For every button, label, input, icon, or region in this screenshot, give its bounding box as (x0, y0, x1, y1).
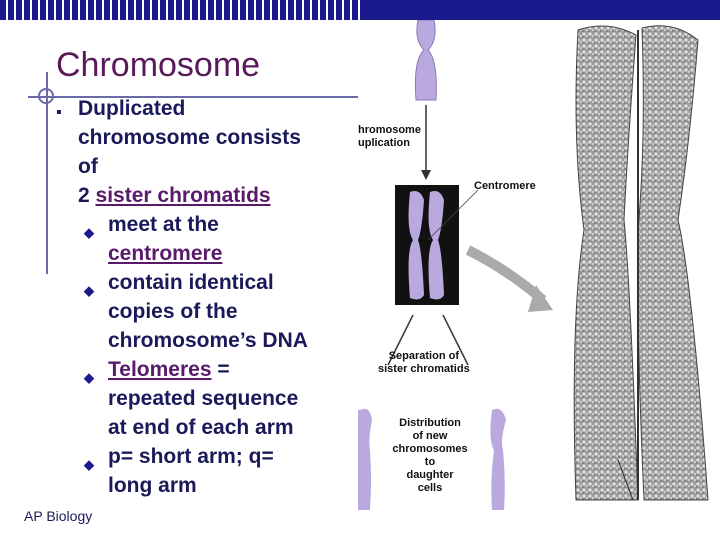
subbullet-2-line-1: contain identical (108, 271, 274, 294)
crosshair-icon (38, 88, 54, 104)
chromosome-micrograph (558, 20, 720, 510)
slide-body: ▪ Duplicated chromosome consists of 2 si… (56, 94, 356, 500)
subbullet-2-line-2: copies of the (108, 300, 238, 323)
distribution-label-line-5: daughter (406, 469, 454, 481)
distribution-label: Distribution of new chromosomes to daugh… (386, 417, 474, 495)
duplicated-chromosome-box (395, 185, 459, 305)
subbullet-telomeres: ◆ Telomeres = repeated sequence at end o… (56, 355, 356, 442)
chromatid-right-micrograph (637, 25, 709, 501)
distribution-label-line-3: chromosomes (392, 443, 468, 455)
slide-title: Chromosome (56, 46, 261, 84)
curved-arrow-head (528, 285, 553, 312)
single-chromosome (414, 19, 437, 101)
main-bullet-line-4-prefix: 2 (78, 184, 96, 207)
chromatid-left-micrograph (573, 25, 639, 501)
subbullet-identical-copies: ◆ contain identical copies of the chromo… (56, 268, 356, 355)
top-bar-pattern (0, 0, 360, 20)
subbullet-3-line-3: at end of each arm (108, 416, 294, 439)
horizontal-rule (28, 96, 360, 98)
vertical-rule (46, 72, 48, 274)
footer-label: AP Biology (24, 508, 93, 524)
arrow-separation-left (387, 314, 414, 366)
bullet-diamond-icon: ◆ (84, 225, 94, 240)
bullet-diamond-icon: ◆ (84, 370, 94, 385)
separation-label-line-1: Separation of (388, 350, 459, 362)
distribution-label-line-4: to (424, 456, 436, 468)
main-bullet-line-2: chromosome consists (78, 126, 301, 149)
duplication-label-line-2: uplication (358, 137, 410, 149)
sister-chromatid-right (428, 191, 444, 300)
bullet-diamond-icon: ◆ (84, 283, 94, 298)
subbullet-centromere: ◆ meet at the centromere (56, 210, 356, 268)
duplication-diagram-svg (358, 19, 553, 510)
sister-chromatids-link[interactable]: sister chromatids (95, 184, 271, 207)
main-bullet-line-4: 2 sister chromatids (78, 181, 356, 210)
subbullet-arms: ◆ p= short arm; q= long arm (56, 442, 356, 500)
subbullet-3-line-1: Telomeres = (108, 355, 356, 384)
subbullet-2-line-3: chromosome’s DNA (108, 329, 308, 352)
curved-arrow (465, 245, 547, 304)
separation-label: Separation of sister chromatids (378, 350, 470, 376)
duplication-label: hromosome uplication (358, 124, 421, 150)
separated-chromatid-right (490, 408, 506, 510)
distribution-label-line-2: of new (412, 430, 448, 442)
arrow-separation-right (442, 314, 469, 366)
distribution-label-line-6: cells (417, 482, 443, 494)
telomeres-link[interactable]: Telomeres (108, 358, 212, 381)
centromere-pointer (427, 189, 479, 241)
duplication-diagram: hromosome uplication Centromere Separati… (358, 19, 558, 510)
subbullet-3-line-1-rest: = (211, 358, 230, 381)
separated-chromatid-left (358, 408, 372, 510)
subbullet-4-line-2: long arm (108, 474, 197, 497)
main-bullet: ▪ Duplicated chromosome consists of 2 si… (56, 94, 356, 210)
sister-chromatid-left (408, 191, 424, 300)
main-bullet-line-1: Duplicated (78, 97, 186, 120)
top-bar (0, 0, 720, 20)
chromosome-micrograph-svg (573, 25, 709, 501)
bullet-diamond-icon: ◆ (84, 457, 94, 472)
centromere-link[interactable]: centromere (108, 242, 223, 265)
distribution-label-line-1: Distribution (399, 417, 461, 429)
centromere-label: Centromere (474, 180, 536, 192)
subbullet-4-line-1: p= short arm; q= (108, 445, 274, 468)
telomere-pointer (617, 459, 634, 501)
subbullet-1-line-1: meet at the (108, 213, 219, 236)
separation-label-line-2: sister chromatids (378, 363, 470, 375)
duplication-label-line-1: hromosome (358, 124, 421, 136)
main-bullet-line-3: of (78, 155, 98, 178)
bullet-square-icon: ▪ (56, 104, 62, 121)
arrow-duplication-head (421, 170, 431, 180)
subbullet-3-line-2: repeated sequence (108, 387, 299, 410)
